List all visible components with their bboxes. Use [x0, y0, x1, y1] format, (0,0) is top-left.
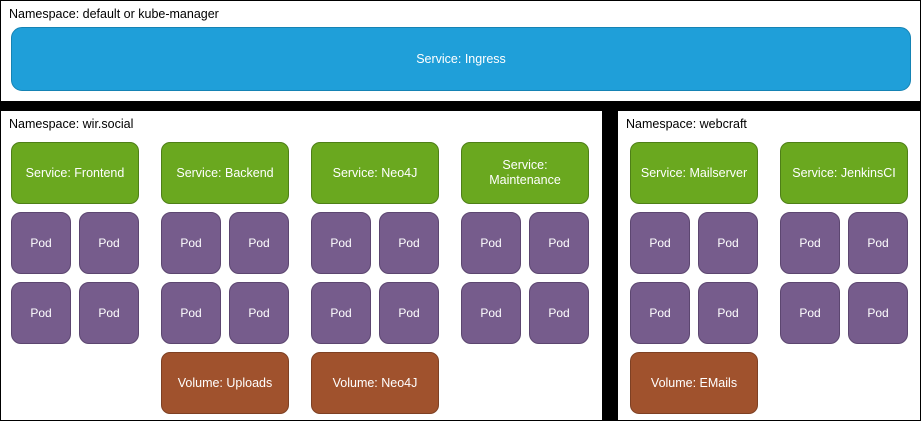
- pod-mailserver-3[interactable]: Pod: [630, 282, 690, 344]
- service-jenkinsci[interactable]: Service: JenkinsCI: [780, 142, 908, 204]
- panel-divider-vertical: [603, 110, 617, 421]
- volume-emails[interactable]: Volume: EMails: [630, 352, 758, 414]
- service-ingress[interactable]: Service: Ingress: [11, 27, 911, 91]
- pod-backend-3[interactable]: Pod: [161, 282, 221, 344]
- namespace-panel-kube-manager: Namespace: default or kube-manager Servi…: [0, 0, 921, 102]
- namespace-panel-webcraft: Namespace: webcraft Service: Mailserver …: [617, 110, 921, 421]
- pod-maintenance-4[interactable]: Pod: [529, 282, 589, 344]
- namespace-label-wir-social: Namespace: wir.social: [9, 117, 134, 131]
- pod-mailserver-1[interactable]: Pod: [630, 212, 690, 274]
- pod-neo4j-3[interactable]: Pod: [311, 282, 371, 344]
- pod-jenkinsci-1[interactable]: Pod: [780, 212, 840, 274]
- namespace-panel-wir-social: Namespace: wir.social Service: Frontend …: [0, 110, 603, 421]
- pod-jenkinsci-4[interactable]: Pod: [848, 282, 908, 344]
- pod-jenkinsci-2[interactable]: Pod: [848, 212, 908, 274]
- pod-frontend-1[interactable]: Pod: [11, 212, 71, 274]
- pod-maintenance-1[interactable]: Pod: [461, 212, 521, 274]
- service-maintenance[interactable]: Service: Maintenance: [461, 142, 589, 204]
- pod-maintenance-3[interactable]: Pod: [461, 282, 521, 344]
- pod-neo4j-1[interactable]: Pod: [311, 212, 371, 274]
- pod-maintenance-2[interactable]: Pod: [529, 212, 589, 274]
- volume-neo4j[interactable]: Volume: Neo4J: [311, 352, 439, 414]
- service-backend[interactable]: Service: Backend: [161, 142, 289, 204]
- pod-frontend-3[interactable]: Pod: [11, 282, 71, 344]
- volume-uploads[interactable]: Volume: Uploads: [161, 352, 289, 414]
- pod-mailserver-4[interactable]: Pod: [698, 282, 758, 344]
- pod-frontend-2[interactable]: Pod: [79, 212, 139, 274]
- pod-backend-1[interactable]: Pod: [161, 212, 221, 274]
- panel-divider-horizontal: [0, 102, 921, 110]
- pod-backend-2[interactable]: Pod: [229, 212, 289, 274]
- namespace-label-kube-manager: Namespace: default or kube-manager: [9, 7, 219, 21]
- pod-neo4j-4[interactable]: Pod: [379, 282, 439, 344]
- service-mailserver[interactable]: Service: Mailserver: [630, 142, 758, 204]
- pod-backend-4[interactable]: Pod: [229, 282, 289, 344]
- pod-frontend-4[interactable]: Pod: [79, 282, 139, 344]
- pod-neo4j-2[interactable]: Pod: [379, 212, 439, 274]
- service-neo4j[interactable]: Service: Neo4J: [311, 142, 439, 204]
- pod-jenkinsci-3[interactable]: Pod: [780, 282, 840, 344]
- pod-mailserver-2[interactable]: Pod: [698, 212, 758, 274]
- namespace-label-webcraft: Namespace: webcraft: [626, 117, 747, 131]
- service-frontend[interactable]: Service: Frontend: [11, 142, 139, 204]
